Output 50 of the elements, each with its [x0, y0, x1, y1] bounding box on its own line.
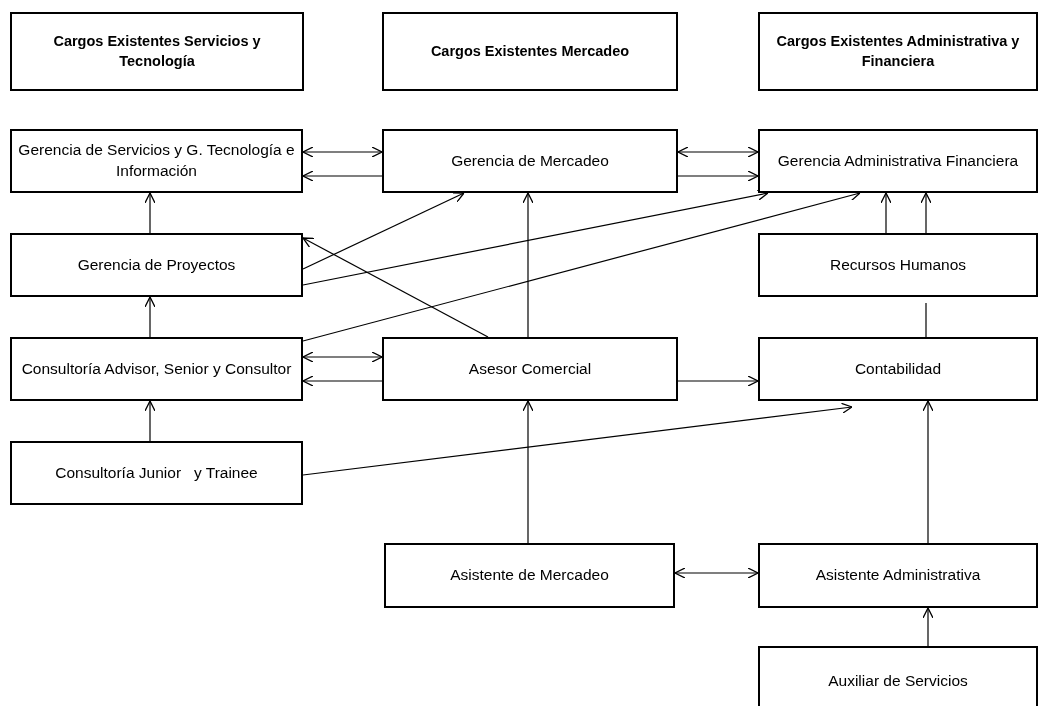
arrow: [677, 375, 759, 387]
position-box: [384, 543, 675, 608]
arrow: [144, 400, 156, 442]
position-box: [758, 543, 1038, 608]
position-title: Asistente Administrativa: [815, 565, 981, 586]
position-box: [758, 233, 1038, 297]
arrow: [922, 400, 934, 544]
position-title: Gerencia de Mercadeo: [451, 150, 609, 171]
column-heading: Cargos Existentes Administrativa y Financiera: [775, 31, 1021, 71]
arrow: [920, 192, 932, 234]
position-title: Gerencia de Servicios y G. Tecnología e Información: [18, 140, 295, 181]
arrow: [302, 146, 383, 158]
arrow: [302, 351, 383, 363]
arrow: [144, 296, 156, 338]
position-box: [382, 129, 678, 193]
position-box: [758, 129, 1038, 193]
arrow: [677, 170, 759, 182]
position-title: Asesor Comercial: [468, 358, 592, 379]
arrow: [302, 375, 383, 387]
position-box: [758, 646, 1038, 706]
arrow: [674, 567, 759, 579]
arrow: [302, 192, 465, 270]
arrow: [922, 607, 934, 647]
column-heading: Cargos Existentes Mercadeo: [430, 41, 630, 61]
position-box: [382, 337, 678, 401]
header-box: [10, 12, 304, 91]
position-title: Consultoría Advisor, Senior y Consultor: [21, 358, 292, 379]
arrow: [302, 170, 383, 182]
arrow: [880, 192, 892, 234]
arrow: [677, 146, 759, 158]
arrow: [302, 237, 489, 338]
position-title: Recursos Humanos: [829, 254, 967, 275]
arrow: [522, 192, 534, 338]
arrow: [522, 400, 534, 544]
position-title: Gerencia de Proyectos: [77, 254, 236, 275]
position-title: Gerencia Administrativa Financiera: [777, 150, 1019, 171]
position-title: Contabilidad: [854, 358, 942, 379]
position-title: Auxiliar de Servicios: [828, 670, 968, 691]
position-box: [10, 129, 303, 193]
position-box: [758, 337, 1038, 401]
position-title: Consultoría Junior y Trainee: [55, 462, 258, 483]
header-box: [758, 12, 1038, 91]
header-box: [382, 12, 678, 91]
arrow: [302, 402, 853, 476]
column-heading: Cargos Existentes Servicios y Tecnología: [52, 31, 262, 71]
position-box: [10, 233, 303, 297]
position-box: [10, 337, 303, 401]
position-title: Asistente de Mercadeo: [450, 565, 609, 586]
position-box: [10, 441, 303, 505]
arrow: [144, 192, 156, 234]
